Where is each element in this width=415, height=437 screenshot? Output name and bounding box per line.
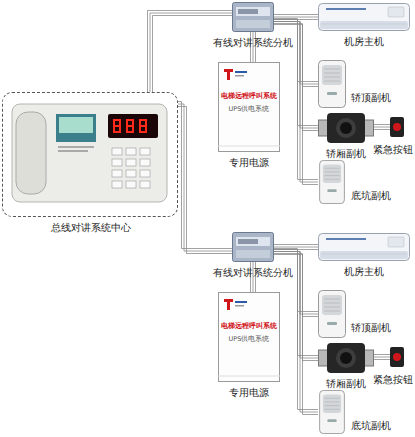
power-supply-box: 电梯远程呼叫系统UPS供电系统专用电源 xyxy=(218,292,280,382)
car-unit: 轿厢副机 xyxy=(318,112,374,144)
intercom-extension: 有线对讲系统分机 xyxy=(232,232,274,262)
car-top-unit: 轿顶副机 xyxy=(318,290,346,338)
pit-unit: 底坑副机 xyxy=(318,160,346,204)
device-caption: 底坑副机 xyxy=(351,420,401,431)
cable-bundle xyxy=(274,249,318,317)
device-caption: 底坑副机 xyxy=(351,190,401,201)
emergency-button: 紧急按钮 xyxy=(390,347,404,367)
intercom-extension: 有线对讲系统分机 xyxy=(232,2,274,32)
pit-unit: 底坑副机 xyxy=(318,390,346,434)
control-center-box: 总线对讲系统中心 xyxy=(2,92,178,217)
device-caption: 机房主机 xyxy=(336,266,392,277)
cable-bundle xyxy=(374,355,390,360)
panel-title: 电梯远程呼叫系统 xyxy=(218,322,280,330)
device-caption: 总线对讲系统中心 xyxy=(3,222,179,233)
device-caption: 紧急按钮 xyxy=(368,374,415,385)
machine-room-unit: 机房主机 xyxy=(318,233,410,261)
device-caption: 紧急按钮 xyxy=(368,144,415,155)
device-caption: 有线对讲系统分机 xyxy=(207,37,299,48)
cable-bundle xyxy=(274,19,318,87)
device-caption: 轿顶副机 xyxy=(351,322,401,333)
car-unit: 轿厢副机 xyxy=(318,342,374,374)
device-caption: 专用电源 xyxy=(218,387,280,398)
cable-bundle xyxy=(274,249,318,361)
device-caption: 轿顶副机 xyxy=(351,92,401,103)
device-caption: 轿厢副机 xyxy=(318,148,374,159)
cable-bundle xyxy=(374,125,390,130)
panel-title: 电梯远程呼叫系统 xyxy=(218,92,280,100)
panel-subtitle: UPS供电系统 xyxy=(218,336,280,344)
machine-room-unit: 机房主机 xyxy=(318,3,410,31)
device-caption: 有线对讲系统分机 xyxy=(207,267,299,278)
device-caption: 专用电源 xyxy=(218,157,280,168)
power-supply-box: 电梯远程呼叫系统UPS供电系统专用电源 xyxy=(218,62,280,152)
device-caption: 机房主机 xyxy=(336,36,392,47)
cable-bundle xyxy=(274,19,318,131)
panel-subtitle: UPS供电系统 xyxy=(218,106,280,114)
emergency-button: 紧急按钮 xyxy=(390,117,404,137)
device-caption: 轿厢副机 xyxy=(318,378,374,389)
car-top-unit: 轿顶副机 xyxy=(318,60,346,108)
